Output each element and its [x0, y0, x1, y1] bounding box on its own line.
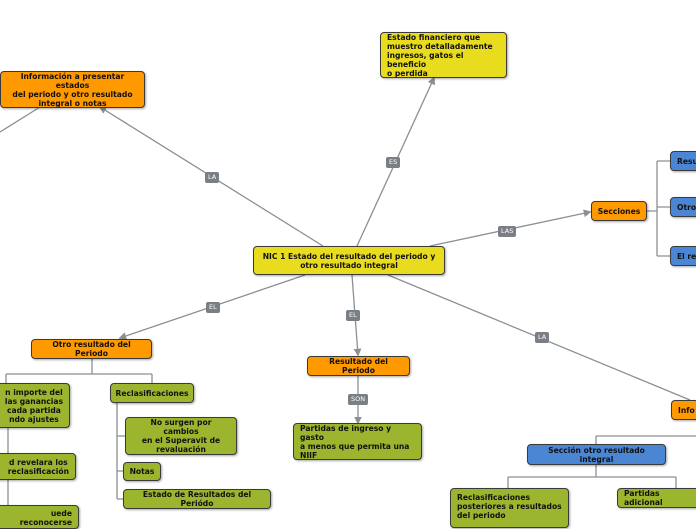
edge-otro-resultado-tree — [5, 359, 153, 384]
informacion-presentar-text: Información a presentar estados del peri… — [12, 71, 133, 108]
resultado-periodo-text: Resultado del Periodo — [329, 357, 388, 375]
estado-financiero-node[interactable]: Estado financiero que muestro detalladam… — [380, 32, 507, 78]
seccion-resul-node[interactable]: Resul — [670, 151, 696, 171]
seccion-otro-text: Otro — [677, 202, 696, 212]
estado-resultados-periodo-node[interactable]: Estado de Resultados del Periódo — [123, 489, 271, 509]
partidas-ingreso-text: Partidas de ingreso y gasto a menos que … — [300, 423, 410, 460]
partidas-adicionales-text: Partidas adicional — [624, 489, 663, 507]
reclasificaciones-node[interactable]: Reclasificaciones — [110, 383, 194, 403]
central-topic-text: NIC 1 Estado del resultado del periodo y… — [262, 251, 436, 270]
resultado-periodo-node[interactable]: Resultado del Periodo — [307, 356, 410, 376]
edge-reclasificaciones-tree — [116, 403, 125, 500]
seccion-el-re-node[interactable]: El re — [670, 246, 696, 266]
otro-resultado-periodo-text: Otro resultado del Periodo — [52, 340, 131, 358]
revelara-reclasificacion-node[interactable]: d revelara los reclasificación — [0, 453, 76, 480]
partidas-adicionales-node[interactable]: Partidas adicional — [617, 488, 696, 508]
seccion-el-re-text: El re — [677, 251, 696, 261]
puede-reconocerse-text: uede reconocerse — [19, 509, 72, 527]
reclasificaciones-text: Reclasificaciones — [115, 388, 189, 398]
no-surgen-node[interactable]: No surgen por cambios en el Superavit de… — [125, 417, 237, 455]
info-right-text: Info — [678, 405, 695, 415]
notas-text: Notas — [129, 467, 155, 476]
importe-ganancias-node[interactable]: n importe del las ganancias cada partida… — [0, 383, 70, 428]
revelara-reclasificacion-text: d revelara los reclasificación — [7, 457, 69, 476]
secciones-node[interactable]: Secciones — [591, 201, 647, 221]
info-right-node[interactable]: Info — [671, 400, 696, 420]
edge-info-right-tree — [507, 435, 696, 488]
edge-label-la-left: LA — [205, 172, 220, 183]
otro-resultado-periodo-node[interactable]: Otro resultado del Periodo — [31, 339, 152, 359]
edge-label-el-mid: EL — [346, 310, 360, 321]
notas-node[interactable]: Notas — [123, 462, 161, 481]
partidas-ingreso-node[interactable]: Partidas de ingreso y gasto a menos que … — [293, 423, 422, 460]
secciones-text: Secciones — [597, 206, 641, 216]
informacion-presentar-node[interactable]: Información a presentar estados del peri… — [0, 71, 145, 108]
central-topic-node[interactable]: NIC 1 Estado del resultado del periodo y… — [253, 246, 445, 275]
reclasificaciones-posteriores-node[interactable]: Reclasificaciones posteriores a resultad… — [450, 488, 569, 528]
seccion-otro-resultado-integral-text: Sección otro resultado integral — [548, 445, 645, 464]
edge-informacion-left — [0, 106, 41, 133]
edge-label-el-left: EL — [206, 302, 220, 313]
puede-reconocerse-node[interactable]: uede reconocerse — [0, 505, 79, 529]
edge-label-es: ES — [386, 157, 401, 168]
edge-secciones-tree — [646, 160, 670, 257]
edge-label-la-right: LA — [535, 332, 550, 343]
seccion-resul-text: Resul — [677, 156, 696, 166]
edge-label-son: SON — [348, 394, 369, 405]
estado-financiero-text: Estado financiero que muestro detalladam… — [387, 32, 493, 78]
no-surgen-text: No surgen por cambios en el Superavit de… — [141, 418, 221, 454]
importe-ganancias-text: n importe del las ganancias cada partida… — [4, 387, 63, 424]
estado-resultados-periodo-text: Estado de Resultados del Periódo — [142, 490, 252, 508]
edge-label-las: LAS — [498, 226, 517, 237]
seccion-otro-resultado-integral-node[interactable]: Sección otro resultado integral — [527, 444, 666, 465]
seccion-otro-node[interactable]: Otro — [670, 197, 696, 217]
reclasificaciones-posteriores-text: Reclasificaciones posteriores a resultad… — [457, 493, 562, 520]
